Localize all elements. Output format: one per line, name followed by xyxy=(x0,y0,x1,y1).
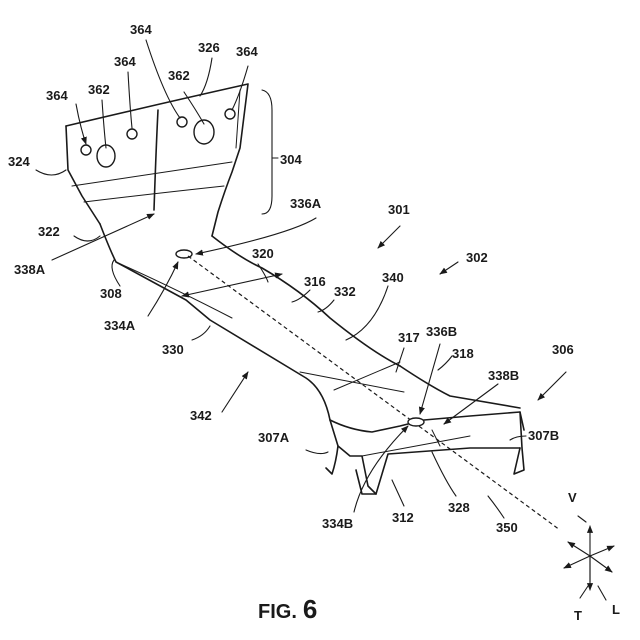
ref-316: 316 xyxy=(304,274,326,289)
ref-317: 317 xyxy=(398,330,420,345)
fastener-hole-small xyxy=(127,129,137,139)
fastener-hole-small xyxy=(81,145,91,155)
ref-307b: 307B xyxy=(528,428,559,443)
ref-301: 301 xyxy=(388,202,410,217)
direction-triad: V T L xyxy=(564,490,620,623)
pin-hole-rear xyxy=(408,418,424,426)
ref-308: 308 xyxy=(100,286,122,301)
figure-caption: FIG. 6 xyxy=(258,594,317,624)
fastener-hole-small xyxy=(225,109,235,119)
figure-caption-number: 6 xyxy=(303,594,317,624)
ref-334b: 334B xyxy=(322,516,353,531)
ref-330: 330 xyxy=(162,342,184,357)
ref-350: 350 xyxy=(496,520,518,535)
ref-302: 302 xyxy=(466,250,488,265)
fastener-hole-small xyxy=(177,117,187,127)
ref-338a: 338A xyxy=(14,262,46,277)
ref-336b: 336B xyxy=(426,324,457,339)
transverse-axis-right xyxy=(590,546,614,556)
ref-304: 304 xyxy=(280,152,302,167)
figure-caption-prefix: FIG. xyxy=(258,601,297,623)
ref-332: 332 xyxy=(334,284,356,299)
ref-342: 342 xyxy=(190,408,212,423)
ref-307a: 307A xyxy=(258,430,290,445)
longitudinal-axis-forward xyxy=(590,556,612,572)
ref-312: 312 xyxy=(392,510,414,525)
ref-364: 364 xyxy=(46,88,68,103)
axis-label-t: T xyxy=(574,608,582,623)
leader-lines xyxy=(36,40,566,518)
transverse-axis-left xyxy=(564,556,590,568)
ref-336a: 336A xyxy=(290,196,322,211)
axis-label-l: L xyxy=(612,602,620,617)
centerline-axis xyxy=(188,256,560,530)
ref-318: 318 xyxy=(452,346,474,361)
ref-338b: 338B xyxy=(488,368,519,383)
upper-flange xyxy=(66,84,248,236)
ref-322: 322 xyxy=(38,224,60,239)
axis-label-v: V xyxy=(568,490,577,505)
ref-364: 364 xyxy=(114,54,136,69)
ref-306: 306 xyxy=(552,342,574,357)
ref-328: 328 xyxy=(448,500,470,515)
ref-326: 326 xyxy=(198,40,220,55)
ref-364: 364 xyxy=(130,22,152,37)
ref-362: 362 xyxy=(168,68,190,83)
longitudinal-axis-back xyxy=(568,542,590,556)
reference-numerals: 364 362 364 364 362 326 364 324 304 322 … xyxy=(8,22,574,535)
ref-320: 320 xyxy=(252,246,274,261)
ref-362: 362 xyxy=(88,82,110,97)
ref-364: 364 xyxy=(236,44,258,59)
ref-324: 324 xyxy=(8,154,30,169)
ref-334a: 334A xyxy=(104,318,136,333)
ref-340: 340 xyxy=(382,270,404,285)
